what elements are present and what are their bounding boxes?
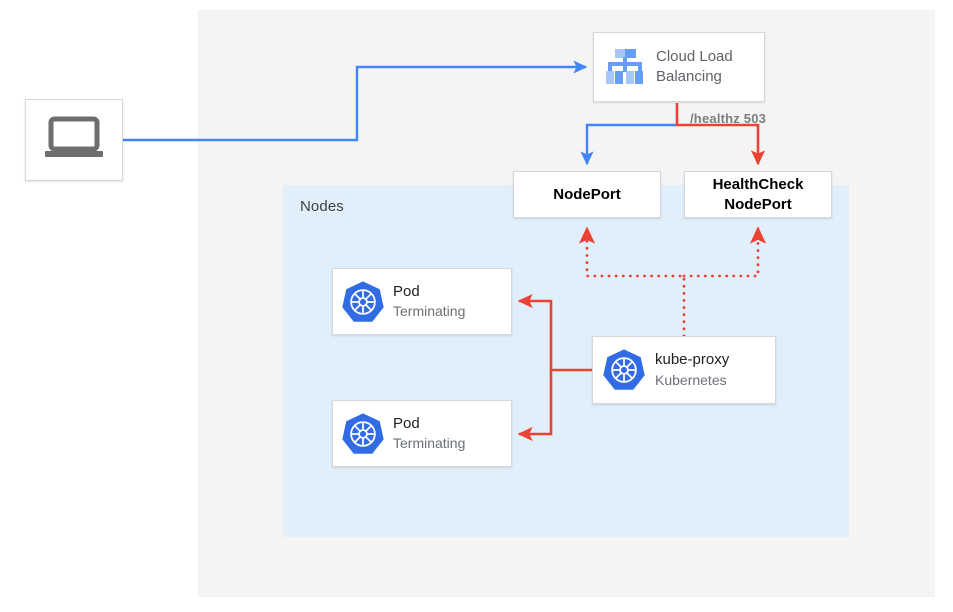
kubernetes-icon [333, 280, 393, 324]
kubernetes-icon [593, 348, 655, 392]
cloud-load-balancing-title-line1: Cloud Load [656, 47, 733, 65]
cloud-load-balancing-node[interactable]: Cloud Load Balancing [593, 32, 765, 102]
kube-proxy-node[interactable]: kube-proxy Kubernetes [592, 336, 776, 404]
pod-bottom-title: Pod [393, 414, 420, 432]
laptop-icon [43, 116, 105, 165]
healthcheck-nodeport-node[interactable]: HealthCheck NodePort [684, 171, 832, 218]
healthcheck-nodeport-label-line2: NodePort [724, 195, 792, 213]
nodeport-node[interactable]: NodePort [513, 171, 661, 218]
pod-top-node[interactable]: Pod Terminating [332, 268, 512, 335]
pod-top-status: Terminating [393, 303, 466, 320]
pod-bottom-status: Terminating [393, 435, 466, 452]
healthz-edge-label: /healthz 503 [690, 111, 767, 126]
nodes-region-label: Nodes [300, 198, 344, 215]
pod-top-title: Pod [393, 282, 420, 300]
kube-proxy-title: kube-proxy [655, 351, 730, 369]
client-laptop-node[interactable] [25, 99, 123, 181]
cloud-load-balancing-icon [594, 47, 656, 87]
kubernetes-icon [333, 412, 393, 456]
healthcheck-nodeport-label-line1: HealthCheck [712, 176, 804, 194]
kube-proxy-subtitle: Kubernetes [655, 371, 727, 388]
pod-bottom-node[interactable]: Pod Terminating [332, 400, 512, 467]
cloud-load-balancing-title-line2: Balancing [656, 68, 722, 85]
nodeport-label: NodePort [553, 185, 621, 203]
